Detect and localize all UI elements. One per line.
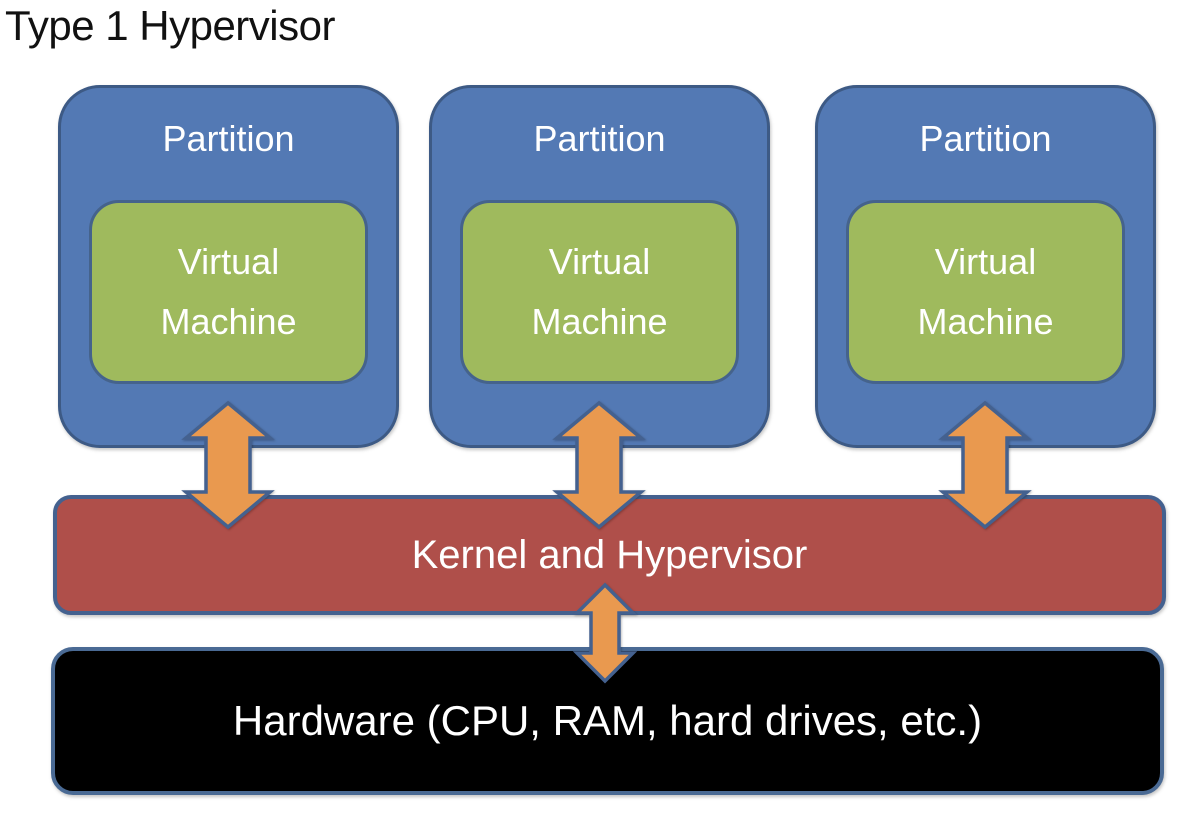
double-arrow-shape	[572, 582, 638, 684]
virtual-machine-box-2: Virtual Machine	[460, 200, 739, 384]
partition-label: Partition	[919, 118, 1052, 159]
virtual-machine-label: Virtual Machine	[531, 241, 668, 342]
virtual-machine-box-3: Virtual Machine	[846, 200, 1125, 384]
partition1-kernel-double-arrow-icon	[181, 400, 275, 530]
partition3-kernel-double-arrow-icon	[938, 400, 1032, 530]
virtual-machine-label: Virtual Machine	[917, 241, 1054, 342]
kernel-hypervisor-label: Kernel and Hypervisor	[411, 532, 808, 577]
partition-box-1: Partition Virtual Machine	[58, 85, 399, 448]
hardware-label: Hardware (CPU, RAM, hard drives, etc.)	[232, 697, 983, 744]
virtual-machine-box-1: Virtual Machine	[89, 200, 368, 384]
partition2-kernel-double-arrow-icon	[552, 400, 646, 530]
partition-label: Partition	[162, 118, 295, 159]
kernel-hardware-double-arrow-icon	[572, 582, 638, 684]
double-arrow-shape	[181, 400, 275, 530]
double-arrow-shape	[552, 400, 646, 530]
double-arrow-shape	[938, 400, 1032, 530]
partition-label: Partition	[533, 118, 666, 159]
diagram-title: Type 1 Hypervisor	[5, 2, 335, 49]
partition-box-2: Partition Virtual Machine	[429, 85, 770, 448]
partition-box-3: Partition Virtual Machine	[815, 85, 1156, 448]
virtual-machine-label: Virtual Machine	[160, 241, 297, 342]
